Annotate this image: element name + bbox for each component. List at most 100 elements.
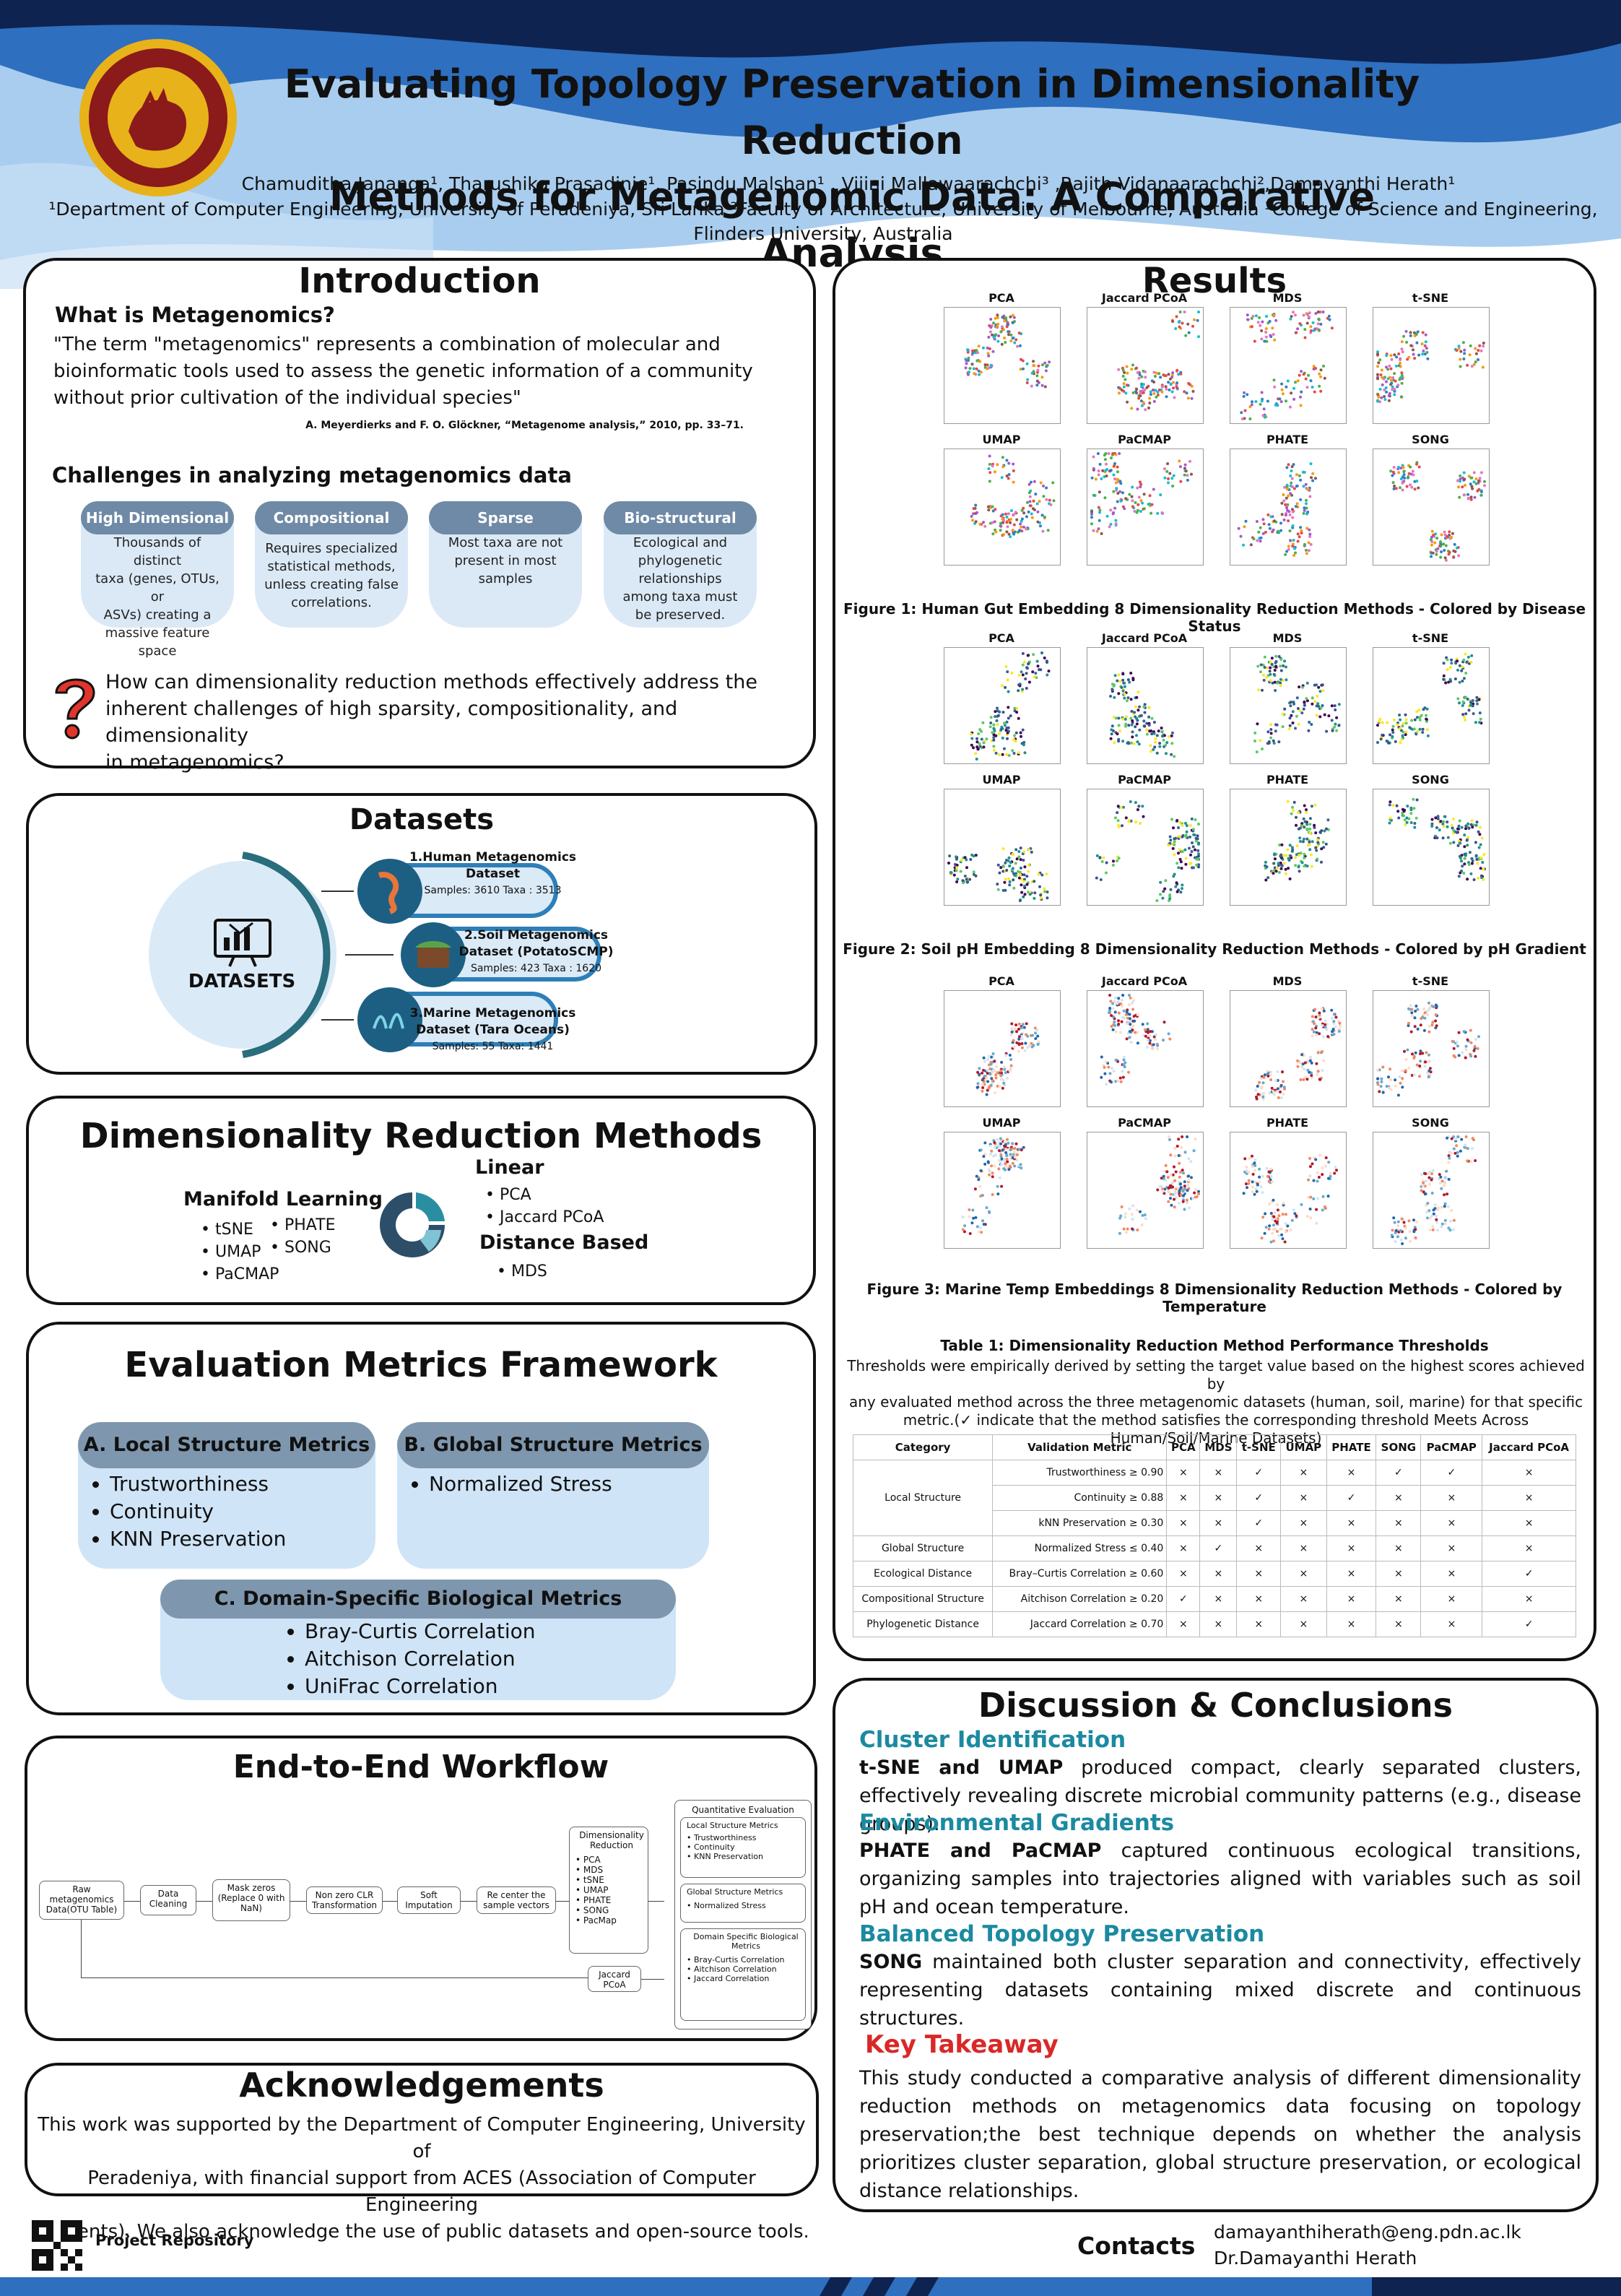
embedding-point	[1132, 742, 1136, 745]
embedding-point	[1303, 700, 1306, 703]
embedding-point	[1119, 1002, 1123, 1005]
embedding-point	[1428, 1067, 1432, 1070]
embedding-point	[1111, 1028, 1115, 1031]
embedding-point	[1261, 748, 1264, 750]
embedding-point	[1307, 541, 1311, 545]
embedding-point	[1129, 698, 1133, 701]
embedding-point	[999, 529, 1002, 532]
challenge-1-line-2: taxa (genes, OTUs, or	[95, 571, 220, 605]
embedding-point	[1111, 724, 1114, 728]
embedding-point	[1477, 1035, 1480, 1039]
embedding-point	[1184, 835, 1188, 839]
embedding-point	[1188, 1206, 1191, 1210]
embedding-point	[1463, 1145, 1466, 1149]
embedding-point	[974, 1216, 978, 1219]
embedding-point	[1320, 860, 1323, 864]
embedding-point	[1285, 678, 1288, 682]
embedding-point	[1294, 381, 1297, 384]
embedding-point	[1141, 1213, 1144, 1217]
embedding-point	[1008, 883, 1012, 887]
embedding-point	[1131, 485, 1134, 489]
embedding-point	[1130, 368, 1134, 371]
plot-title: PaCMAP	[1118, 1116, 1171, 1130]
embedding-point	[1005, 1154, 1009, 1158]
embedding-point	[1113, 1010, 1117, 1014]
embedding-point	[1263, 666, 1266, 669]
embedding-point	[1457, 345, 1461, 348]
embedding-point	[1474, 360, 1477, 364]
embedding-point	[1391, 728, 1394, 732]
embedding-point	[1105, 468, 1109, 471]
embedding-point	[996, 1192, 1000, 1196]
embedding-point	[1007, 477, 1010, 480]
embedding-point	[970, 743, 973, 747]
embedding-point	[1249, 543, 1253, 547]
embedding-point	[983, 363, 987, 367]
embedding-point	[1460, 870, 1463, 872]
embedding-point	[1297, 722, 1300, 726]
table-cross-cell: ×	[1420, 1535, 1483, 1561]
embedding-point	[1447, 1226, 1451, 1230]
embedding-point	[1004, 512, 1007, 516]
embedding-point	[1177, 1154, 1181, 1157]
embedding-point	[1100, 1055, 1103, 1059]
embedding-point	[1177, 373, 1181, 376]
embedding-point	[1401, 466, 1405, 469]
embedding-point	[1324, 1023, 1327, 1026]
embedding-point	[1175, 315, 1178, 319]
table-cross-cell: ×	[1420, 1485, 1483, 1511]
embedding-point	[1309, 1216, 1313, 1220]
embedding-point	[1137, 376, 1141, 380]
embedding-point	[1124, 715, 1128, 719]
embedding-point	[968, 367, 972, 371]
wf-jaccard-l1: Jaccard	[599, 1970, 630, 1980]
embedding-point	[986, 1080, 990, 1083]
embedding-point	[1334, 1166, 1337, 1169]
embedding-point	[1041, 529, 1045, 533]
embedding-point	[1397, 352, 1401, 355]
embedding-point	[1271, 1231, 1274, 1235]
embedding-point	[1474, 352, 1478, 355]
embedding-point	[1170, 1182, 1173, 1185]
embedding-point	[1467, 475, 1471, 478]
project-repository-label[interactable]: Project Repository	[95, 2232, 254, 2249]
embedding-point	[1254, 1180, 1258, 1184]
embedding-point	[1419, 1049, 1422, 1053]
embedding-point	[982, 1068, 986, 1072]
embedding-point	[1126, 371, 1129, 375]
embedding-point	[1378, 358, 1382, 362]
embedding-point	[1442, 674, 1446, 677]
embedding-point	[1096, 452, 1100, 455]
cluster-identification-heading: Cluster Identification	[859, 1727, 1126, 1753]
embedding-point	[1040, 363, 1044, 367]
contact-email[interactable]: damayanthiherath@eng.pdn.ac.lk	[1214, 2222, 1521, 2243]
embedding-point	[1013, 1164, 1017, 1168]
embedding-point	[1132, 999, 1135, 1002]
embedding-point	[1046, 891, 1049, 893]
embedding-point	[1387, 1075, 1390, 1079]
embedding-point	[1313, 390, 1316, 394]
embedding-point	[1029, 504, 1033, 508]
embedding-point	[1100, 1075, 1103, 1079]
embedding-point	[1022, 880, 1025, 883]
embedding-point	[1466, 655, 1470, 659]
table-cross-cell: ×	[1199, 1460, 1238, 1486]
embedding-point	[1004, 859, 1008, 862]
embedding-point	[1197, 1192, 1200, 1196]
embedding-point	[1391, 388, 1394, 391]
embedding-point	[1169, 888, 1173, 891]
embedding-point	[1111, 863, 1115, 867]
embedding-point	[1142, 493, 1146, 496]
plot-title: PHATE	[1266, 433, 1309, 446]
embedding-point	[1264, 860, 1267, 864]
embedding-point	[1103, 1072, 1107, 1075]
embedding-point	[1278, 397, 1282, 401]
embedding-point	[1398, 727, 1401, 730]
embedding-point	[1122, 1055, 1126, 1059]
plot-title: MDS	[1272, 974, 1303, 988]
embedding-point	[1456, 1044, 1459, 1048]
embedding-point	[1159, 880, 1162, 884]
embedding-point	[1173, 396, 1176, 399]
embedding-point	[1267, 1227, 1271, 1231]
embedding-point	[1309, 1055, 1312, 1059]
